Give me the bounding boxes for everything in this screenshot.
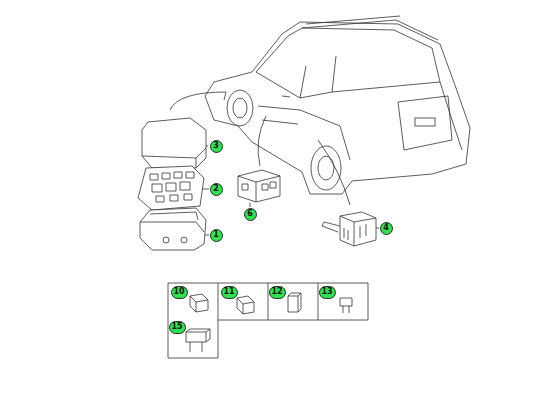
callout-text: 15 xyxy=(171,323,182,331)
callout-number: 15 xyxy=(169,321,186,334)
callout-text: 4 xyxy=(383,224,389,232)
callout-text: 1 xyxy=(213,231,219,239)
callout-text: 13 xyxy=(321,288,332,296)
callout-text: 11 xyxy=(223,288,234,296)
car-illustration xyxy=(205,16,470,194)
callout-text: 2 xyxy=(213,185,219,193)
junction-box-part xyxy=(322,212,376,246)
leader-arc xyxy=(318,140,350,205)
leader-line xyxy=(206,146,208,147)
relay-icons xyxy=(186,293,352,352)
leader-arc xyxy=(170,92,226,110)
callout-number: 4 xyxy=(380,222,393,235)
callout-number: 2 xyxy=(210,183,223,196)
leader-line xyxy=(376,228,379,229)
lower-case-part xyxy=(140,208,206,250)
parts-table xyxy=(168,283,368,358)
callout-number: 3 xyxy=(210,140,223,153)
callout-text: 12 xyxy=(271,288,282,296)
callout-number: 11 xyxy=(221,286,238,299)
leader-arc xyxy=(258,116,266,166)
callout-number: 6 xyxy=(244,208,257,221)
callout-text: 10 xyxy=(173,288,184,296)
fuse-block-part xyxy=(138,166,204,210)
cover-part xyxy=(142,118,206,168)
relay-module-part xyxy=(238,170,280,202)
callout-text: 3 xyxy=(213,142,219,150)
callout-text: 6 xyxy=(247,210,253,218)
leader-line xyxy=(250,203,251,207)
callout-number: 12 xyxy=(269,286,286,299)
callout-number: 1 xyxy=(210,229,223,242)
callout-number: 13 xyxy=(319,286,336,299)
leader-line xyxy=(202,189,209,190)
callout-number: 10 xyxy=(171,286,188,299)
leader-line xyxy=(205,235,209,236)
